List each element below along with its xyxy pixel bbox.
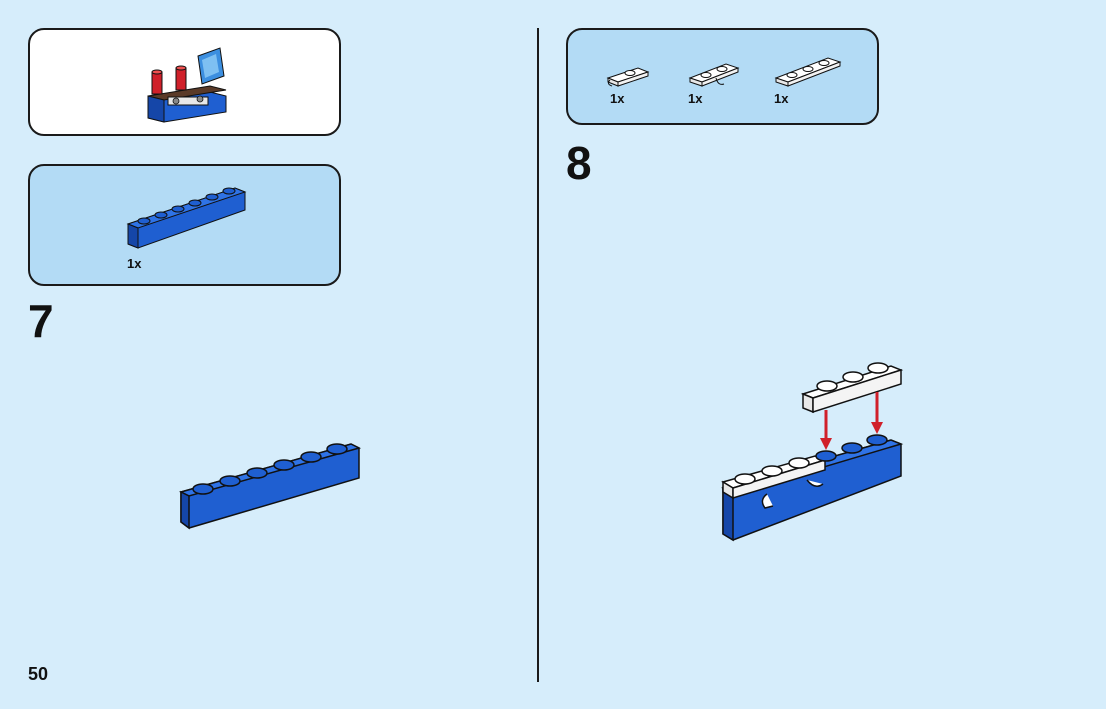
step7-parts-box: 1x bbox=[28, 164, 341, 286]
subassembly-preview-image bbox=[147, 47, 227, 123]
step8-assembly-illustration bbox=[721, 362, 904, 542]
white-1x1-plate-with-clip-icon bbox=[606, 67, 650, 87]
step7-blue-brick-illustration bbox=[178, 443, 362, 530]
part-quantity: 1x bbox=[610, 91, 625, 106]
step-number: 8 bbox=[566, 137, 592, 189]
white-1x2-plate-with-clip-icon bbox=[688, 63, 740, 87]
part-quantity: 1x bbox=[774, 91, 789, 106]
blue-1x6-brick-icon bbox=[126, 187, 247, 249]
part-quantity: 1x bbox=[688, 91, 703, 106]
step-number: 7 bbox=[28, 295, 54, 347]
part-quantity: 1x bbox=[127, 256, 142, 271]
subassembly-preview-box bbox=[28, 28, 341, 136]
page-divider bbox=[537, 28, 539, 682]
page-number: 50 bbox=[28, 664, 49, 684]
step8-parts-box: 1x 1x 1x bbox=[566, 28, 879, 125]
white-1x3-plate-icon bbox=[774, 57, 842, 87]
